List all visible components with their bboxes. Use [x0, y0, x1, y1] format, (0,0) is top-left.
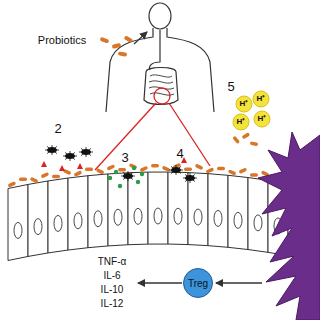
- antimicrobial-dot: [140, 172, 144, 176]
- probiotic-bacterium: [239, 167, 248, 174]
- antimicrobial-dot: [114, 170, 118, 174]
- intake-arrow: [134, 32, 147, 44]
- epithelial-cell: [108, 173, 128, 246]
- antimicrobial-dot: [108, 176, 112, 180]
- probiotic-bacterium: [129, 163, 138, 170]
- cell-nucleus: [134, 208, 142, 224]
- probiotic-bacterium: [228, 169, 237, 176]
- probiotic-bacterium: [250, 141, 258, 146]
- probiotic-bacterium: [195, 164, 204, 171]
- epithelial-cell: [88, 174, 108, 248]
- probiotic-bacterium: [232, 136, 240, 144]
- antimicrobial-dot: [136, 180, 140, 184]
- probiotic-bacterium: [107, 164, 116, 171]
- proton-label: H⁺: [258, 115, 267, 123]
- cytokine-label: IL-10: [101, 285, 124, 295]
- signal-arrow: [216, 282, 262, 283]
- toxin: [41, 161, 47, 167]
- epithelium: [8, 172, 308, 260]
- probiotic-bacterium: [30, 177, 39, 184]
- probiotic-bacterium: [140, 166, 149, 173]
- epithelial-cell: [8, 184, 28, 260]
- antimicrobial-dot: [132, 166, 136, 170]
- cell-nucleus: [254, 215, 262, 231]
- probiotic-bacterium: [19, 177, 27, 181]
- antimicrobial-dot: [118, 184, 122, 188]
- secretion-arrow: [138, 282, 182, 283]
- probiotic-bacterium: [217, 167, 225, 171]
- cytokine-label: IL-12: [101, 299, 124, 309]
- cell-nucleus: [234, 212, 242, 228]
- pathogen: [47, 147, 57, 153]
- probiotic-bacterium: [8, 181, 17, 188]
- cell-nucleus: [94, 211, 102, 227]
- toxin: [59, 165, 65, 171]
- dendritic-cell: [258, 132, 320, 320]
- cell-nucleus: [114, 209, 122, 225]
- zoom-line: [169, 103, 210, 166]
- callout-number: 2: [54, 122, 61, 135]
- node-label: Treg: [188, 278, 208, 289]
- callout-number: 5: [227, 80, 234, 93]
- probiotic-bacterium: [242, 132, 251, 139]
- probiotic-bacterium: [74, 170, 83, 177]
- probiotics-label: Probiotics: [38, 35, 86, 46]
- cell-nucleus: [34, 219, 42, 235]
- epithelial-cell: [128, 172, 148, 245]
- pathogen: [123, 173, 133, 179]
- cytokine-label: TNF-α: [98, 257, 127, 267]
- pathogen: [65, 153, 75, 159]
- pathogen: [185, 175, 195, 181]
- cell-nucleus: [154, 208, 162, 224]
- epithelial-cell: [228, 175, 248, 249]
- zoom-line: [95, 103, 156, 170]
- toxin: [77, 163, 83, 169]
- probiotic-bacterium: [151, 164, 159, 168]
- human-silhouette: [106, 3, 214, 112]
- cell-nucleus: [74, 213, 82, 229]
- treg-cell: Treg: [183, 268, 213, 298]
- probiotic-pills: [100, 35, 134, 57]
- epithelial-cell: [28, 181, 48, 256]
- callout-number: 3: [121, 151, 128, 164]
- epithelial-cell: [48, 178, 68, 253]
- cell-nucleus: [14, 222, 22, 238]
- epithelial-cell: [68, 176, 88, 250]
- epithelial-cell: [208, 174, 228, 248]
- probiotic-bacterium: [250, 173, 258, 177]
- epithelial-cell: [188, 173, 208, 246]
- proton-label: H⁺: [237, 118, 246, 126]
- cell-nucleus: [54, 215, 62, 231]
- probiotic-bacterium: [162, 166, 171, 173]
- proton-label: H⁺: [257, 95, 266, 103]
- epithelial-cell: [148, 172, 168, 244]
- probiotic-bacterium: [52, 175, 60, 179]
- epithelial-cell: [168, 172, 188, 245]
- cytokine-label: IL-6: [103, 271, 120, 281]
- pathogen: [171, 167, 181, 173]
- proton-circles: [233, 91, 270, 130]
- zoom-circle: [154, 88, 170, 104]
- cell-nucleus: [214, 210, 222, 226]
- probiotic-bacterium: [41, 172, 50, 179]
- callout-number: 4: [176, 147, 183, 160]
- cell-nucleus: [194, 209, 202, 225]
- probiotic-bacterium: [85, 168, 93, 172]
- pathogen: [81, 149, 91, 155]
- probiotic-bacterium: [184, 168, 192, 172]
- epithelial-cell: [248, 178, 268, 253]
- proton-label: H⁺: [240, 100, 249, 108]
- cell-nucleus: [174, 208, 182, 224]
- probiotic-bacterium: [118, 168, 126, 172]
- bacteria: [8, 132, 291, 188]
- probiotic-bacterium: [206, 167, 215, 174]
- probiotic-bacterium: [96, 168, 105, 175]
